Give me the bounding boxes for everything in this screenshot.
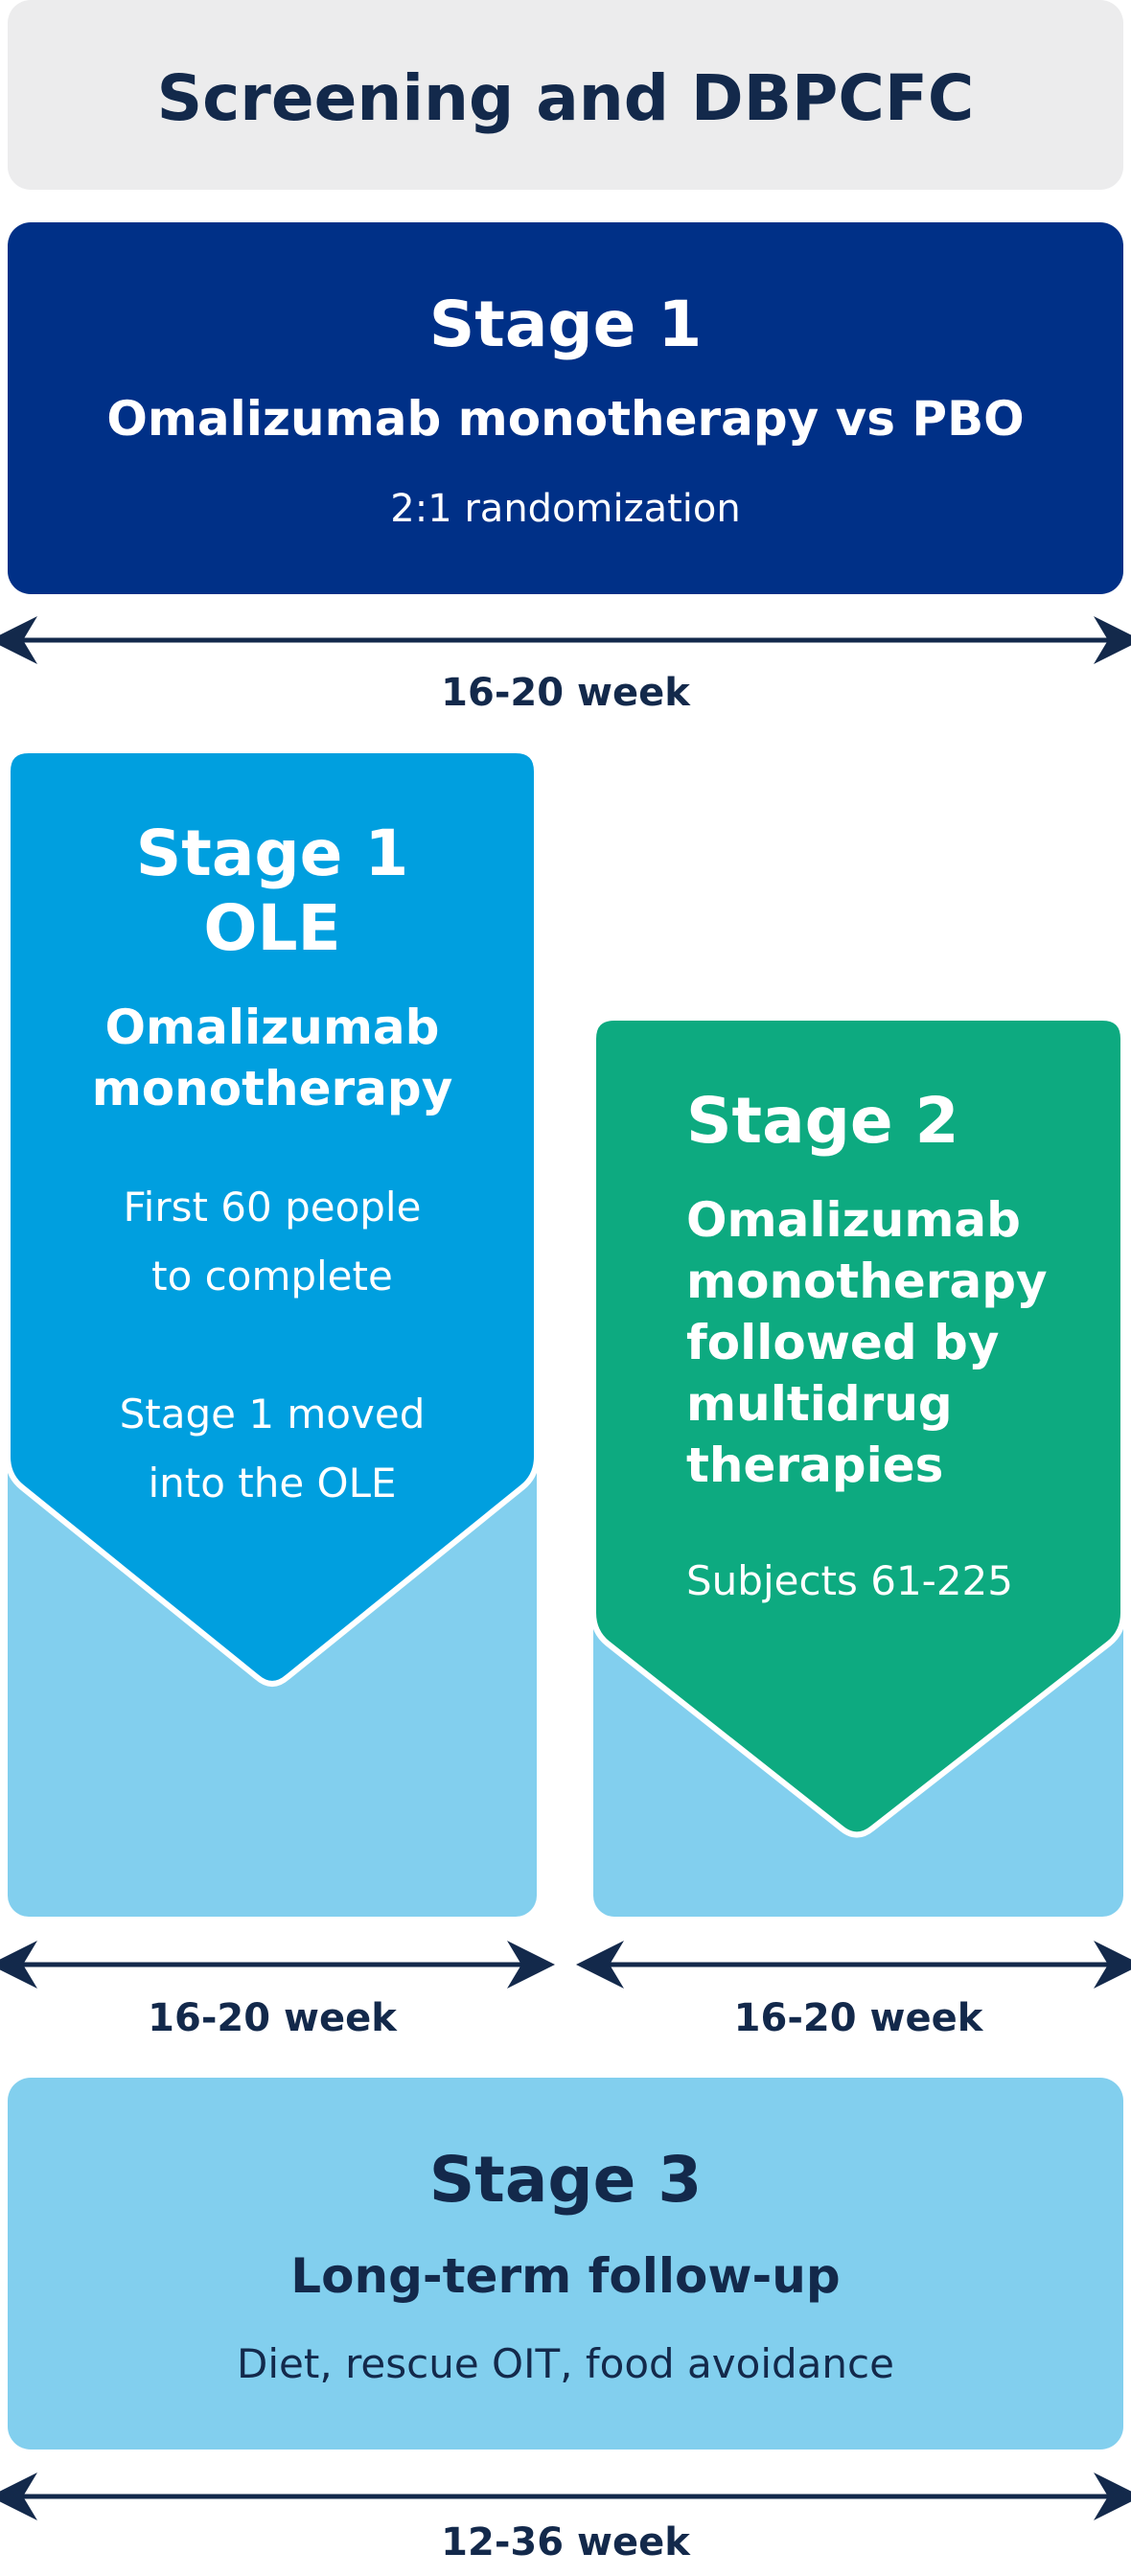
screening-box: Screening and DBPCFC (8, 0, 1123, 190)
stage2-duration-label: 16-20 week (733, 1996, 983, 2040)
ole-title-line1: Stage 1 (135, 816, 409, 890)
stage1-note: 2:1 randomization (390, 487, 741, 531)
stage2-note: Subjects 61-225 (686, 1557, 1014, 1604)
stage2-chevron (590, 1015, 1126, 1838)
stage3-box: Stage 3 Long-term follow-up Diet, rescue… (8, 2078, 1123, 2450)
stage3-note: Diet, rescue OIT, food avoidance (237, 2340, 894, 2387)
stage3-subtitle: Long-term follow-up (290, 2248, 841, 2304)
ole-title-line2: OLE (203, 891, 341, 965)
stage1-duration-label: 16-20 week (441, 671, 690, 715)
ole-subtitle-line1: Omalizumab (104, 1000, 440, 1055)
ole-subtitle-line2: monotherapy (91, 1061, 453, 1116)
ole-duration-label: 16-20 week (148, 1996, 397, 2040)
ole-note2-line1: Stage 1 moved (119, 1391, 426, 1438)
ole-note2-line2: into the OLE (148, 1460, 397, 1506)
stage2-subtitle-line5: therapies (686, 1438, 944, 1493)
stage3-title: Stage 3 (428, 2143, 703, 2217)
ole-note1-line1: First 60 people (123, 1184, 422, 1230)
screening-title: Screening and DBPCFC (156, 61, 975, 135)
stage2-subtitle-line2: monotherapy (686, 1254, 1048, 1309)
stage2-title: Stage 2 (686, 1084, 959, 1158)
ole-note1-line2: to complete (151, 1253, 393, 1300)
stage2-subtitle-line3: followed by (686, 1315, 1000, 1370)
stage2-subtitle-line4: multidrug (686, 1376, 953, 1432)
stage1-box: Stage 1 Omalizumab monotherapy vs PBO 2:… (8, 222, 1123, 594)
stage3-duration-label: 12-36 week (441, 2520, 690, 2564)
stage1-title: Stage 1 (428, 288, 703, 361)
stage2-subtitle-line1: Omalizumab (686, 1192, 1021, 1248)
stage1-subtitle: Omalizumab monotherapy vs PBO (106, 391, 1025, 447)
ole-chevron (5, 748, 540, 1687)
